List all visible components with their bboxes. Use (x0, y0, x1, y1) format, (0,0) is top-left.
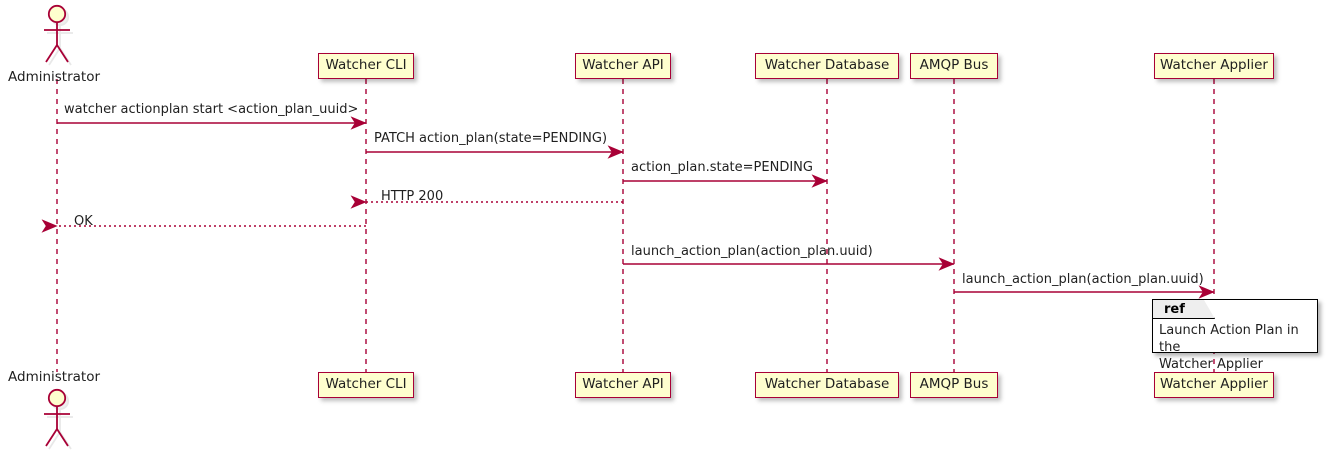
message-label-5: OK (74, 214, 93, 229)
participant-amqp-bus-top[interactable]: AMQP Bus (910, 53, 998, 79)
actor-label-administrator-bottom: Administrator (8, 369, 101, 385)
message-label-4: HTTP 200 (381, 189, 444, 204)
participant-watcher-db-top[interactable]: Watcher Database (755, 53, 899, 79)
actor-figure-administrator-bottom (44, 388, 73, 450)
message-label-2: PATCH action_plan(state=PENDING) (374, 131, 608, 146)
message-label-6: launch_action_plan(action_plan.uuid) (631, 244, 873, 259)
ref-fragment-body-line: Watcher Applier (1159, 357, 1263, 372)
actor-figures-group (44, 4, 73, 450)
actor-label-administrator-top: Administrator (8, 69, 101, 85)
participant-watcher-api-top[interactable]: Watcher API (575, 53, 671, 79)
participant-watcher-api-bottom[interactable]: Watcher API (575, 372, 671, 398)
message-label-7: launch_action_plan(action_plan.uuid) (962, 272, 1204, 287)
participant-watcher-applier-bottom[interactable]: Watcher Applier (1154, 372, 1274, 398)
message-arrows-group (41, 116, 1215, 299)
message-label-3: action_plan.state=PENDING (631, 160, 813, 175)
participant-amqp-bus-bottom[interactable]: AMQP Bus (910, 372, 998, 398)
participant-watcher-applier-top[interactable]: Watcher Applier (1154, 53, 1274, 79)
participant-watcher-db-bottom[interactable]: Watcher Database (755, 372, 899, 398)
message-label-1: watcher actionplan start <action_plan_uu… (64, 102, 359, 117)
actor-figure-administrator (44, 4, 73, 66)
ref-fragment-operator-label: ref (1153, 300, 1215, 319)
participant-watcher-cli-bottom[interactable]: Watcher CLI (318, 372, 414, 398)
participant-watcher-cli-top[interactable]: Watcher CLI (318, 53, 414, 79)
ref-fragment-body-line: Launch Action Plan in the (1159, 323, 1299, 355)
